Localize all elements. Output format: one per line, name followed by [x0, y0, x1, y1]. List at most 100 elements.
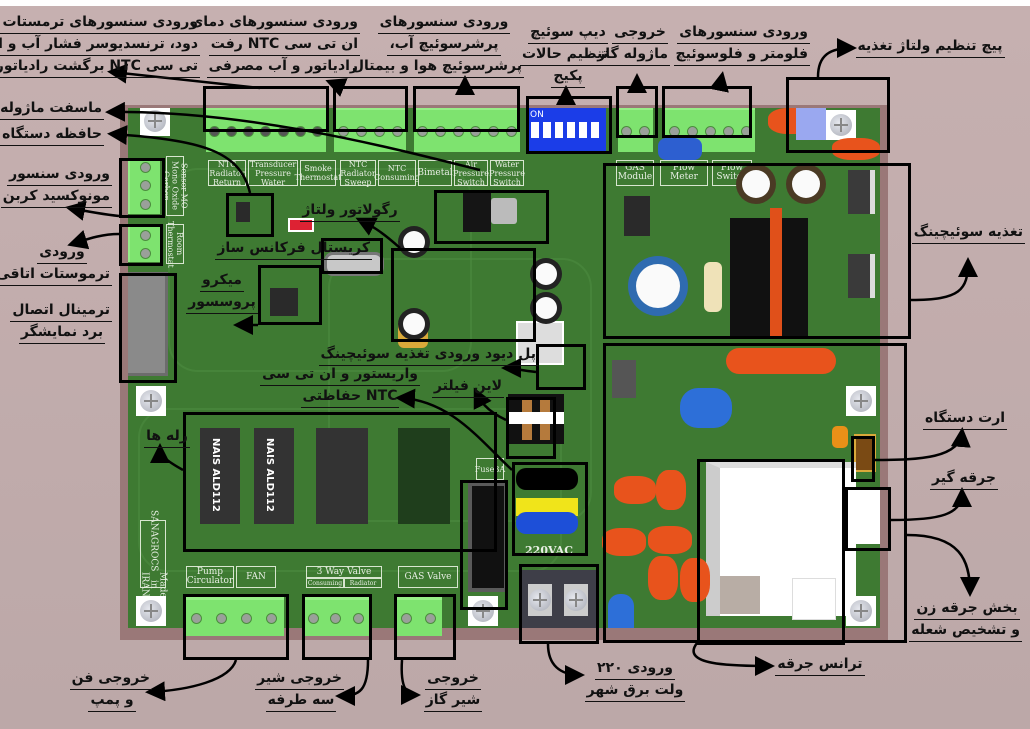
label-line: NTC حفاظتی	[300, 386, 400, 408]
mount-screw	[826, 110, 856, 140]
label-line: ورودی سنسورهای دمای	[188, 12, 360, 34]
mains-screw[interactable]	[564, 584, 588, 616]
highlight-microprocessor	[258, 265, 322, 325]
voltage-adjust-pot[interactable]	[796, 108, 826, 140]
label-crystal: کریستال فرکانس ساز	[215, 238, 372, 260]
silk-bimetal: Bimetal	[417, 160, 453, 186]
label-ignition-section: بخش جرقه زن و تشخیص شعله	[909, 598, 1022, 642]
label-line: ورودی سنسور	[7, 164, 112, 186]
label-line: ان تی سی NTC رفت	[208, 34, 360, 56]
label-spark-gap: جرقه گیر	[926, 468, 1002, 490]
capacitor	[648, 556, 678, 600]
label-thermostat-sensors: ورودی سنسورهای ترمستات دود، ترنسدیوسر فش…	[0, 12, 200, 78]
label-line: میکرو	[200, 270, 244, 292]
label-diode-bridge: پل دیود ورودی تغذیه سوئیچینگ	[318, 344, 538, 366]
silk-flow-meter: Flow Meter	[660, 160, 708, 186]
terminal-3way-valve[interactable]	[302, 594, 370, 636]
label-line-filter: لاین فیلتر	[428, 376, 508, 398]
label-ntc-sensors: ورودی سنسورهای دمای ان تی سی NTC رفت راد…	[188, 12, 360, 78]
capacitor	[832, 138, 880, 160]
highlight-ntc-sensors	[333, 86, 408, 132]
label-line: لاین فیلتر	[431, 376, 505, 398]
electrolytic-capacitor	[786, 164, 826, 204]
label-line: کریستال فرکانس ساز	[215, 238, 372, 260]
terminal-gas-valve[interactable]	[394, 594, 442, 636]
label-line: حافظه دستگاه	[0, 124, 104, 146]
label-line: شیر گاز	[423, 690, 483, 712]
highlight-ignition-transformer	[697, 459, 845, 645]
silk-smoke-thermostat: Smoke Thermostat	[295, 160, 341, 186]
label-mains-input: ورودی ۲۲۰ ولت برق شهر	[580, 658, 690, 702]
arrow-voltage-pot	[816, 38, 857, 78]
label-line: ترانس جرقه	[775, 654, 865, 676]
electrolytic-capacitor	[736, 164, 776, 204]
relay-1: NAIS ALD112	[200, 428, 240, 524]
label-line: تغذیه سوئیچینگ	[911, 222, 1025, 244]
silk-220vac: 220VAC	[525, 543, 573, 557]
capacitor	[614, 476, 656, 504]
label-line: ورودی سنسورهای	[677, 22, 810, 44]
label-microprocessor: میکرو پروسسور	[186, 270, 258, 314]
power-resistor	[704, 262, 722, 312]
silk-fan: FAN	[236, 566, 276, 588]
eeprom-chip	[236, 202, 250, 222]
label-varistor-ntc: واریستور و ان تی سی NTC حفاظتی	[260, 364, 420, 408]
relay-2: NAIS ALD112	[254, 428, 294, 524]
highlight-voltage-pot	[786, 77, 890, 153]
silk-gas-module: GAS Module	[616, 160, 654, 186]
mains-screw[interactable]	[528, 584, 552, 616]
arrow-thermostat-sensors	[107, 63, 261, 90]
label-line: دیپ سوئیچ	[528, 22, 608, 44]
label-room-thermostat: ورودی ترموستات اتاقی	[0, 242, 112, 286]
display-connector[interactable]	[128, 272, 168, 376]
mosfet	[848, 170, 875, 214]
label-voltage-regulator: رگولاتور ولتاژ	[290, 200, 410, 222]
mount-screw	[136, 386, 166, 416]
terminal-gas-module[interactable]	[618, 108, 653, 152]
y-capacitor	[608, 594, 634, 628]
label-line: جرقه گیر	[930, 468, 998, 490]
arrow-varistor	[395, 388, 513, 471]
label-line: خروجی فن	[69, 668, 152, 690]
arrow-ntc-sensors	[325, 78, 348, 97]
mains-terminal[interactable]	[520, 570, 598, 628]
capacitor	[602, 528, 646, 556]
label-line: پل دیود ورودی تغذیه سوئیچینگ	[318, 344, 538, 366]
label-fan-pump: خروجی فن و پمپ	[69, 668, 152, 712]
silk-gas-valve: GAS Valve	[398, 566, 458, 588]
label-line: ورودی	[37, 242, 87, 264]
silk-brand: SANAGROCS Made in IRAN	[140, 510, 168, 597]
label-line: پرشرسوئیچ آب،	[387, 34, 501, 56]
terminal-room-thermostat[interactable]	[128, 226, 160, 262]
highlight-fan-pump	[183, 594, 289, 660]
highlight-3way-valve	[302, 594, 372, 660]
dip-switch[interactable]: ON	[526, 108, 606, 152]
label-earth: ارت دستگاه	[922, 408, 1008, 430]
label-line: رله ها	[144, 426, 190, 448]
arrow-spark-gap	[890, 487, 972, 522]
label-line: تی سی NTC برگشت رادیاتور	[0, 56, 200, 78]
silk-ntc-consuming: NTC Consuming	[374, 160, 420, 186]
label-line: دود، ترنسدیوسر فشار آب و ان	[0, 34, 200, 56]
earth-connector[interactable]	[854, 434, 876, 472]
top-strip	[0, 0, 1030, 6]
silk-transducer: Transducer Pressure Water	[248, 159, 298, 187]
capacitor	[680, 558, 710, 602]
arrow-bridge	[501, 358, 537, 379]
highlight-diode-bridge	[536, 344, 586, 390]
label-voltage-adjust: پیچ تنظیم ولتاژ تغذیه	[855, 36, 1005, 58]
relay-part-label: NAIS ALD112	[210, 438, 221, 512]
terminal-fan-pump[interactable]	[184, 594, 284, 636]
label-line: ولت برق شهر	[584, 680, 686, 702]
silk-room-thermostat: Room Thermostat	[166, 220, 184, 268]
highlight-thermostat-sensors	[203, 86, 329, 132]
label-line: ورودی ۲۲۰	[595, 658, 675, 680]
terminal-co-sensor[interactable]	[128, 158, 160, 214]
label-gas-valve: خروجی شیر گاز	[418, 668, 488, 712]
label-line: خروجی	[425, 668, 481, 690]
ignition-block	[720, 576, 760, 614]
label-line: ورودی سنسورهای	[377, 12, 511, 34]
label-gas-module: خروجی ماژوله گاز	[595, 22, 670, 66]
highlight-gas-valve	[394, 594, 456, 660]
highlight-room-thermostat	[119, 224, 163, 266]
